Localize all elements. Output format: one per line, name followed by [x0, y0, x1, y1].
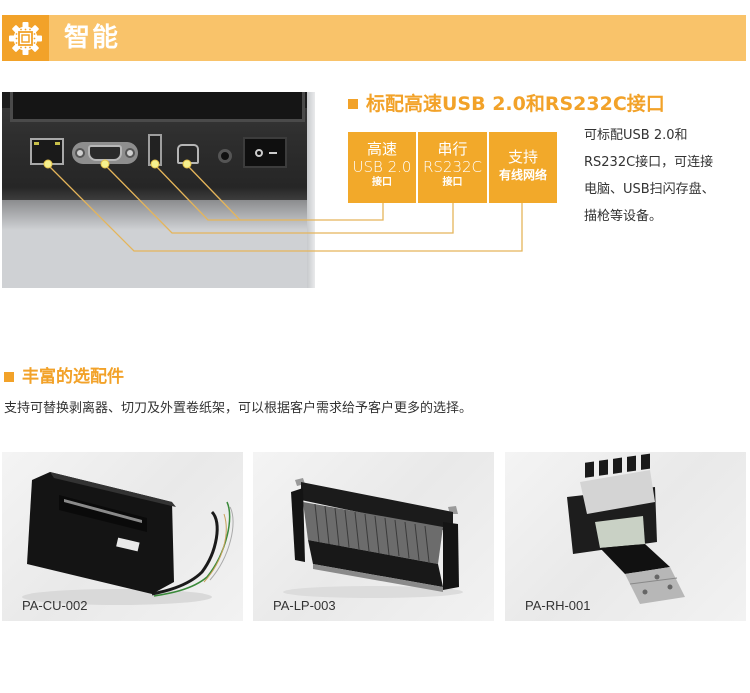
roll-holder-image	[567, 453, 685, 604]
power-switch-icon	[243, 137, 287, 168]
feature-box-usb: 高速 USB 2.0 接口	[348, 132, 416, 203]
description-line: RS232C接口，可连接	[584, 155, 714, 170]
interfaces-heading: 标配高速USB 2.0和RS232C接口	[366, 93, 665, 115]
section-banner: 智能	[2, 15, 746, 61]
banner-title: 智能	[64, 23, 121, 53]
accessory-label: PA-CU-002	[22, 598, 88, 613]
banner-icon-box	[2, 15, 49, 61]
accessory-card-cutter: PA-CU-002	[2, 452, 243, 621]
description-line: 可标配USB 2.0和	[584, 128, 688, 143]
chip-gear-icon	[9, 22, 42, 55]
peeler-module-image	[283, 478, 463, 598]
accessory-card-roll-holder: PA-RH-001	[505, 452, 746, 621]
description-line: 电脑、USB扫闪存盘、	[584, 182, 715, 197]
printer-rear-panel-photo	[2, 92, 315, 288]
heading-bullet	[348, 99, 358, 109]
feature-box-line2: USB 2.0	[352, 158, 412, 176]
accessory-label: PA-LP-003	[273, 598, 336, 613]
feature-box-line2: RS232C	[422, 158, 483, 176]
heading-bullet	[4, 372, 14, 382]
accessories-subtitle: 支持可替换剥离器、切刀及外置卷纸架，可以根据客户需求给予客户更多的选择。	[4, 401, 473, 416]
feature-box-line3: 接口	[442, 177, 463, 188]
feature-box-line1: 高速	[366, 140, 397, 158]
feature-box-line1: 支持	[507, 148, 538, 166]
feature-box-rs232c: 串行 RS232C 接口	[418, 132, 487, 203]
serial-port-icon	[72, 142, 138, 164]
description-line: 描枪等设备。	[584, 209, 663, 224]
cutter-module-image	[22, 472, 234, 605]
accessory-card-peeler: PA-LP-003	[253, 452, 494, 621]
connector-lines	[43, 159, 523, 252]
interfaces-description: 可标配USB 2.0和 RS232C接口，可连接 电脑、USB扫闪存盘、 描枪等…	[584, 122, 744, 230]
dc-jack-icon	[218, 149, 232, 163]
feature-box-network: 支持 有线网络	[489, 132, 557, 203]
feature-box-line1: 串行	[437, 140, 468, 158]
accessory-label: PA-RH-001	[525, 598, 591, 613]
feature-box-line2: 有线网络	[498, 168, 547, 182]
feature-box-line3: 接口	[372, 177, 392, 188]
accessories-heading: 丰富的选配件	[22, 367, 124, 387]
